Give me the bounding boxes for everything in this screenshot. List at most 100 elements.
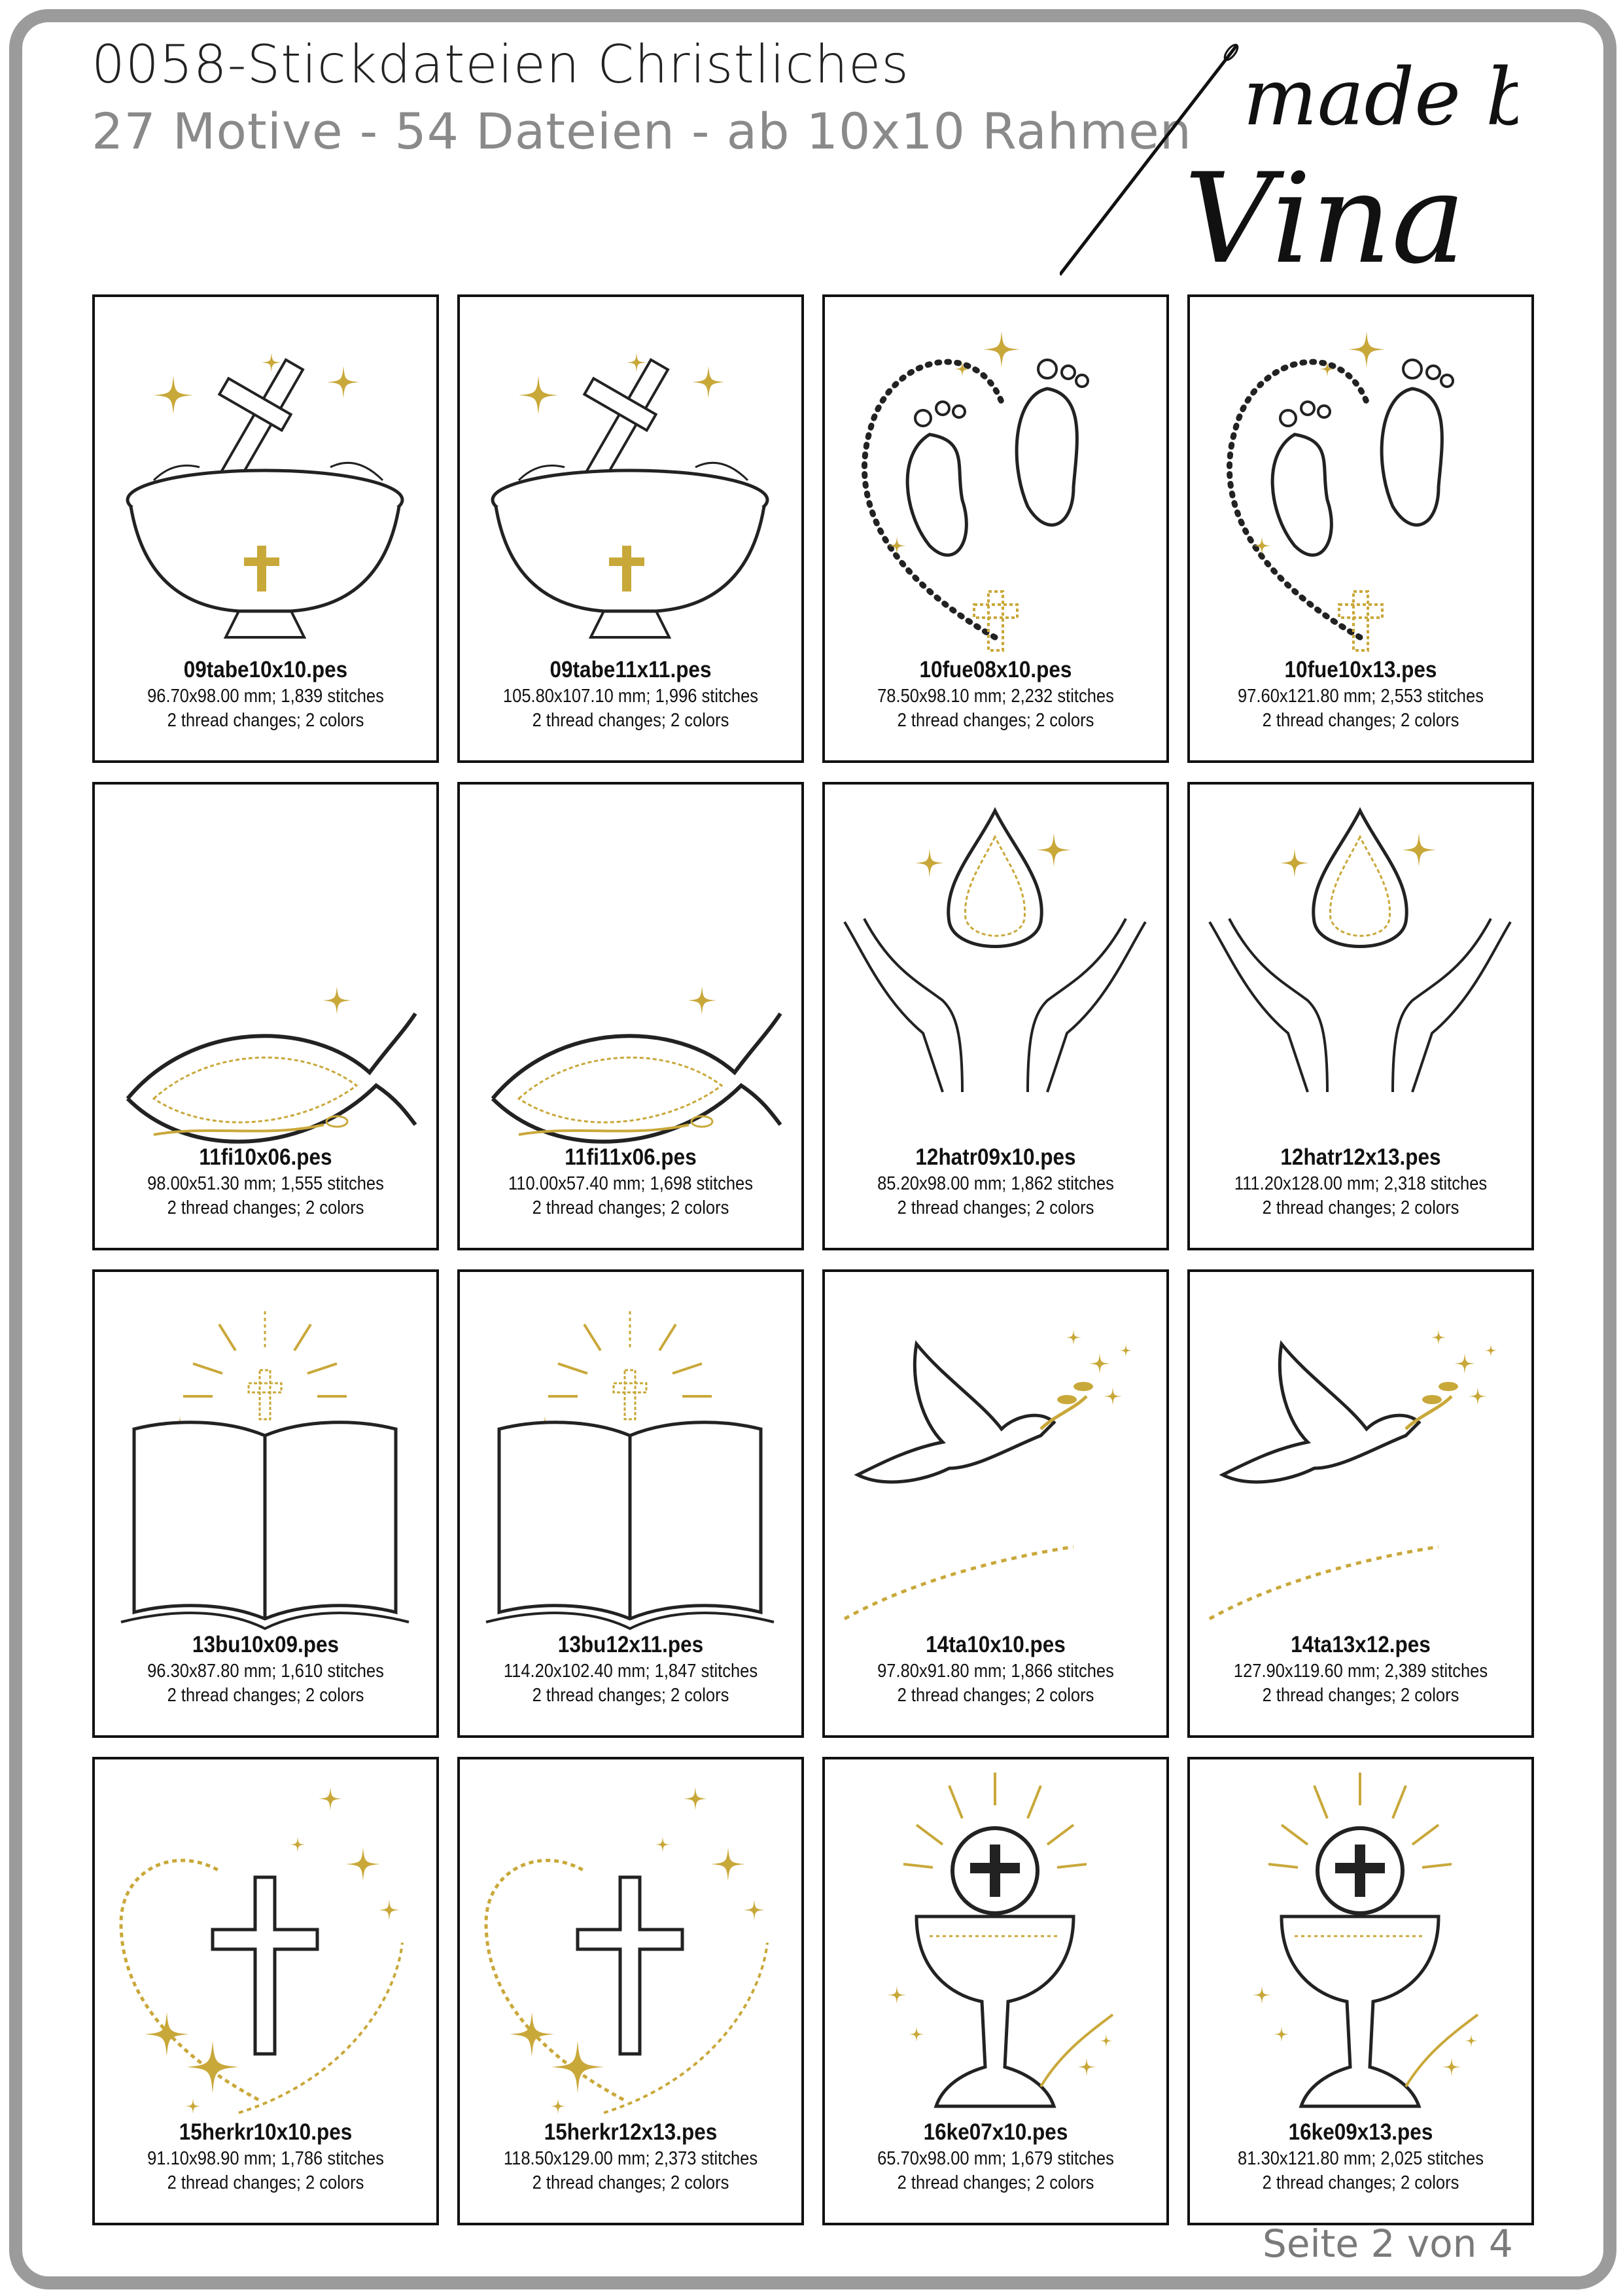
- design-size-stitches: 111.20x128.00 mm; 2,318 stitches: [1234, 1173, 1488, 1194]
- design-filename: 09tabe10x10.pes: [183, 657, 348, 682]
- svg-text:made by: made by: [1243, 52, 1518, 143]
- design-size-stitches: 97.60x121.80 mm; 2,553 stitches: [1238, 686, 1484, 707]
- page-frame: [9, 9, 1616, 2289]
- design-caption: 15herkr12x13.pes 118.50x129.00 mm; 2,373…: [460, 2119, 801, 2194]
- design-size-stitches: 127.90x119.60 mm; 2,389 stitches: [1233, 1661, 1488, 1682]
- design-size-stitches: 96.30x87.80 mm; 1,610 stitches: [147, 1661, 384, 1682]
- design-size-stitches: 97.80x91.80 mm; 1,866 stitches: [877, 1661, 1114, 1682]
- design-card: 14ta13x12.pes 127.90x119.60 mm; 2,389 st…: [1187, 1269, 1534, 1738]
- baptismal-font-embroidery-image: [126, 353, 404, 639]
- design-size-stitches: 98.00x51.30 mm; 1,555 stitches: [147, 1173, 384, 1194]
- design-card: 12hatr09x10.pes 85.20x98.00 mm; 1,862 st…: [822, 782, 1169, 1250]
- design-size-stitches: 110.00x57.40 mm; 1,698 stitches: [508, 1173, 754, 1194]
- design-filename: 11fi11x06.pes: [565, 1144, 697, 1170]
- design-thread-info: 2 thread changes; 2 colors: [897, 710, 1094, 731]
- design-caption: 13bu10x09.pes 96.30x87.80 mm; 1,610 stit…: [95, 1632, 436, 1706]
- design-filename: 12hatr09x10.pes: [915, 1144, 1076, 1170]
- design-thread-info: 2 thread changes; 2 colors: [897, 2172, 1094, 2193]
- design-card: 16ke09x13.pes 81.30x121.80 mm; 2,025 sti…: [1187, 1757, 1534, 2225]
- baby-feet-embroidery-image: [1227, 331, 1454, 652]
- page-subtitle: 27 Motive - 54 Dateien - ab 10x10 Rahmen: [92, 102, 1192, 160]
- design-caption: 16ke07x10.pes 65.70x98.00 mm; 1,679 stit…: [825, 2119, 1166, 2194]
- design-caption: 10fue10x13.pes 97.60x121.80 mm; 2,553 st…: [1190, 657, 1531, 732]
- design-caption: 13bu12x11.pes 114.20x102.40 mm; 1,847 st…: [460, 1632, 801, 1706]
- design-caption: 15herkr10x10.pes 91.10x98.90 mm; 1,786 s…: [95, 2119, 436, 2194]
- design-size-stitches: 118.50x129.00 mm; 2,373 stitches: [503, 2148, 758, 2169]
- design-caption: 16ke09x13.pes 81.30x121.80 mm; 2,025 sti…: [1190, 2119, 1531, 2194]
- design-thread-info: 2 thread changes; 2 colors: [532, 710, 729, 731]
- bible-embroidery-image: [485, 1311, 775, 1631]
- made-by-vina-logo: made by Vina: [1060, 43, 1518, 288]
- design-filename: 13bu10x09.pes: [192, 1632, 340, 1657]
- design-filename: 15herkr10x10.pes: [179, 2119, 353, 2145]
- design-size-stitches: 105.80x107.10 mm; 1,996 stitches: [502, 686, 759, 707]
- chalice-embroidery-image: [888, 1773, 1114, 2108]
- page-number: Seite 2 von 4: [1263, 2221, 1513, 2266]
- design-thread-info: 2 thread changes; 2 colors: [532, 1685, 729, 1706]
- design-card: 09tabe10x10.pes 96.70x98.00 mm; 1,839 st…: [92, 294, 439, 763]
- design-size-stitches: 78.50x98.10 mm; 2,232 stitches: [877, 686, 1114, 707]
- design-caption: 14ta13x12.pes 127.90x119.60 mm; 2,389 st…: [1190, 1632, 1531, 1706]
- design-filename: 13bu12x11.pes: [557, 1632, 704, 1657]
- page-title: 0058-Stickdateien Christliches: [92, 34, 909, 95]
- dove-embroidery-image: [843, 1330, 1132, 1621]
- design-size-stitches: 91.10x98.90 mm; 1,786 stitches: [147, 2148, 384, 2169]
- design-card: 10fue08x10.pes 78.50x98.10 mm; 2,232 sti…: [822, 294, 1169, 763]
- design-card: 12hatr12x13.pes 111.20x128.00 mm; 2,318 …: [1187, 782, 1534, 1250]
- chalice-embroidery-image: [1253, 1773, 1479, 2108]
- design-thread-info: 2 thread changes; 2 colors: [167, 1197, 364, 1218]
- design-card: 13bu10x09.pes 96.30x87.80 mm; 1,610 stit…: [92, 1269, 439, 1738]
- design-thread-info: 2 thread changes; 2 colors: [897, 1685, 1094, 1706]
- design-thread-info: 2 thread changes; 2 colors: [532, 2172, 729, 2193]
- design-caption: 09tabe11x11.pes 105.80x107.10 mm; 1,996 …: [460, 657, 801, 732]
- design-caption: 11fi11x06.pes 110.00x57.40 mm; 1,698 sti…: [460, 1144, 801, 1219]
- design-thread-info: 2 thread changes; 2 colors: [1262, 2172, 1459, 2193]
- design-caption: 10fue08x10.pes 78.50x98.10 mm; 2,232 sti…: [825, 657, 1166, 732]
- design-card: 09tabe11x11.pes 105.80x107.10 mm; 1,996 …: [457, 294, 804, 763]
- design-caption: 14ta10x10.pes 97.80x91.80 mm; 1,866 stit…: [825, 1632, 1166, 1706]
- design-caption: 11fi10x06.pes 98.00x51.30 mm; 1,555 stit…: [95, 1144, 436, 1219]
- design-caption: 09tabe10x10.pes 96.70x98.00 mm; 1,839 st…: [95, 657, 436, 732]
- design-thread-info: 2 thread changes; 2 colors: [167, 710, 364, 731]
- hands-drop-embroidery-image: [1208, 807, 1512, 1093]
- design-size-stitches: 85.20x98.00 mm; 1,862 stitches: [877, 1173, 1114, 1194]
- design-filename: 11fi10x06.pes: [199, 1144, 332, 1170]
- hands-drop-embroidery-image: [843, 807, 1147, 1093]
- design-thread-info: 2 thread changes; 2 colors: [1262, 1685, 1459, 1706]
- design-thread-info: 2 thread changes; 2 colors: [1262, 1197, 1459, 1218]
- design-filename: 16ke09x13.pes: [1288, 2119, 1433, 2145]
- design-card: 15herkr10x10.pes 91.10x98.90 mm; 1,786 s…: [92, 1757, 439, 2225]
- design-card: 16ke07x10.pes 65.70x98.00 mm; 1,679 stit…: [822, 1757, 1169, 2225]
- design-grid: 09tabe10x10.pes 96.70x98.00 mm; 1,839 st…: [92, 294, 1534, 2225]
- design-thread-info: 2 thread changes; 2 colors: [167, 2172, 364, 2193]
- heart-cross-embroidery-image: [119, 1787, 404, 2114]
- baptismal-font-embroidery-image: [491, 353, 769, 639]
- design-filename: 15herkr12x13.pes: [544, 2119, 718, 2145]
- design-thread-info: 2 thread changes; 2 colors: [1262, 710, 1459, 731]
- design-size-stitches: 96.70x98.00 mm; 1,839 stitches: [147, 686, 384, 707]
- design-filename: 12hatr12x13.pes: [1280, 1144, 1441, 1170]
- design-filename: 14ta13x12.pes: [1291, 1632, 1431, 1657]
- design-card: 13bu12x11.pes 114.20x102.40 mm; 1,847 st…: [457, 1269, 804, 1738]
- fish-embroidery-image: [126, 986, 417, 1144]
- design-size-stitches: 81.30x121.80 mm; 2,025 stitches: [1238, 2148, 1484, 2169]
- design-card: 10fue10x13.pes 97.60x121.80 mm; 2,553 st…: [1187, 294, 1534, 763]
- design-filename: 09tabe11x11.pes: [550, 657, 712, 682]
- design-card: 11fi11x06.pes 110.00x57.40 mm; 1,698 sti…: [457, 782, 804, 1250]
- fish-embroidery-image: [491, 986, 782, 1144]
- svg-text:Vina: Vina: [1184, 147, 1465, 288]
- bible-embroidery-image: [120, 1311, 410, 1631]
- design-filename: 14ta10x10.pes: [926, 1632, 1066, 1657]
- design-thread-info: 2 thread changes; 2 colors: [897, 1197, 1094, 1218]
- design-size-stitches: 65.70x98.00 mm; 1,679 stitches: [877, 2148, 1114, 2169]
- design-thread-info: 2 thread changes; 2 colors: [167, 1685, 364, 1706]
- design-filename: 10fue08x10.pes: [919, 657, 1072, 682]
- design-caption: 12hatr12x13.pes 111.20x128.00 mm; 2,318 …: [1190, 1144, 1531, 1219]
- design-thread-info: 2 thread changes; 2 colors: [532, 1197, 729, 1218]
- design-card: 15herkr12x13.pes 118.50x129.00 mm; 2,373…: [457, 1757, 804, 2225]
- design-card: 11fi10x06.pes 98.00x51.30 mm; 1,555 stit…: [92, 782, 439, 1250]
- design-size-stitches: 114.20x102.40 mm; 1,847 stitches: [503, 1661, 758, 1682]
- design-caption: 12hatr09x10.pes 85.20x98.00 mm; 1,862 st…: [825, 1144, 1166, 1219]
- heart-cross-embroidery-image: [484, 1787, 769, 2114]
- design-filename: 10fue10x13.pes: [1284, 657, 1437, 682]
